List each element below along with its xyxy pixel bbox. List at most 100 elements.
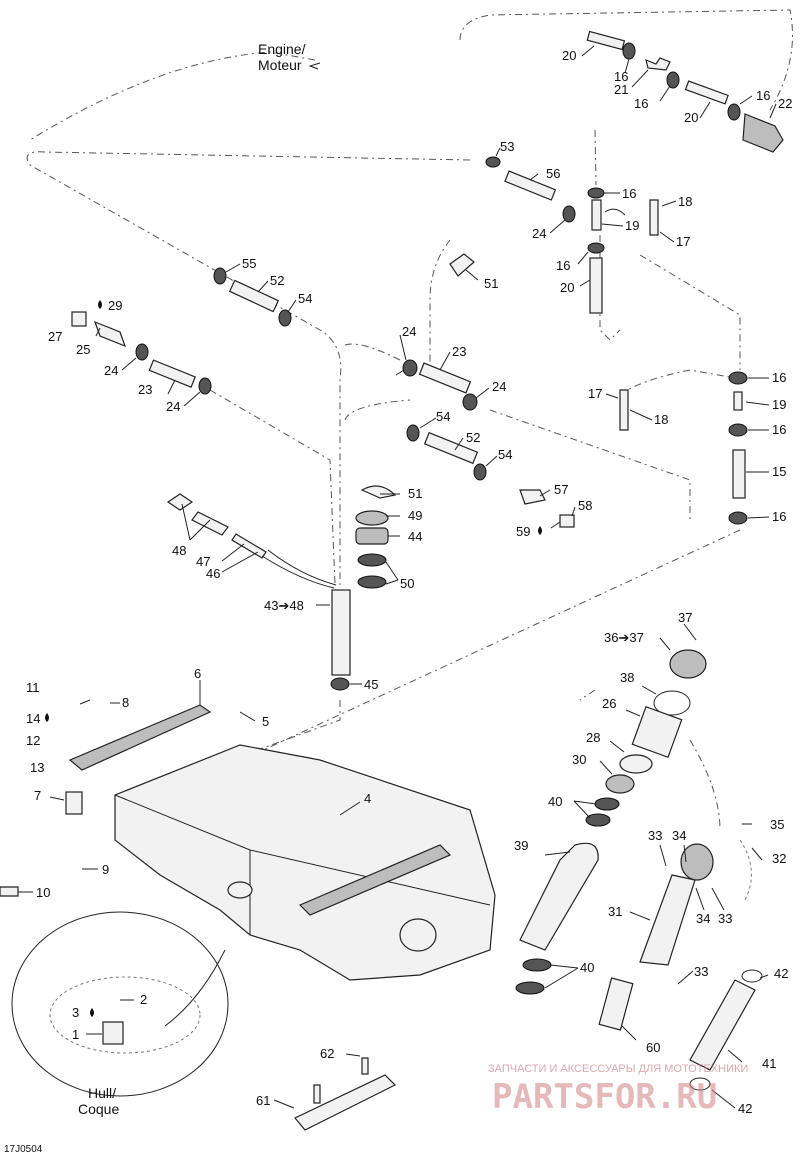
callout-42a: 42: [774, 966, 788, 981]
callout-24b: 24: [104, 363, 118, 378]
callout-57: 57: [554, 482, 568, 497]
callout-53: 53: [500, 139, 514, 154]
hose-routing-lines: [26, 9, 793, 880]
callout-43-48: 43➔48: [264, 598, 304, 613]
watermark: ЗАПЧАСТИ И АКСЕССУАРЫ ДЛЯ МОТОТЕХНИКИ PA…: [488, 1063, 748, 1117]
callout-61: 61: [256, 1093, 270, 1108]
callout-18a: 18: [678, 194, 692, 209]
diagram-code: 17J0504: [4, 1144, 43, 1155]
callout-34a: 34: [672, 828, 686, 843]
callout-45: 45: [364, 677, 378, 692]
callout-16a: 16: [614, 69, 628, 84]
callout-19b: 19: [772, 397, 786, 412]
callout-39: 39: [514, 838, 528, 853]
callout-54a: 54: [298, 291, 312, 306]
callout-54b: 54: [436, 409, 450, 424]
callout-24d: 24: [402, 324, 416, 339]
callout-22: 22: [778, 96, 792, 111]
callout-50: 50: [400, 576, 414, 591]
callout-6: 6: [194, 666, 201, 681]
callout-54c: 54: [498, 447, 512, 462]
callout-16d: 16: [622, 186, 636, 201]
callout-18b: 18: [654, 412, 668, 427]
support-board: [294, 1057, 397, 1131]
hull-line2: Coque: [78, 1101, 119, 1117]
callout-12: 12: [26, 733, 40, 748]
callout-28: 28: [586, 730, 600, 745]
callout-31: 31: [608, 904, 622, 919]
callout-55: 55: [242, 256, 256, 271]
callout-37: 37: [678, 610, 692, 625]
watermark-logo: PARTSFOR.RU: [492, 1077, 717, 1117]
oil-drop-icon-59: [538, 526, 542, 535]
hull-line1: Hull/: [88, 1085, 116, 1101]
oil-drop-icon-14: [45, 713, 49, 722]
callout-24e: 24: [492, 379, 506, 394]
hull-detail-inset: [11, 911, 229, 1097]
callout-40a: 40: [548, 794, 562, 809]
watermark-caption: ЗАПЧАСТИ И АКСЕССУАРЫ ДЛЯ МОТОТЕХНИКИ: [488, 1063, 748, 1075]
callout-20c: 20: [560, 280, 574, 295]
callout-62: 62: [320, 1046, 334, 1061]
callout-labels: 20 16 21 16 16 22 20 53 56 16 18 24 19 1…: [26, 48, 792, 1116]
leader-lines: [18, 45, 777, 1109]
callout-51b: 51: [408, 486, 422, 501]
callout-33b: 33: [718, 911, 732, 926]
callout-41: 41: [762, 1056, 776, 1071]
callout-56: 56: [546, 166, 560, 181]
callout-49: 49: [408, 508, 422, 523]
callout-3: 3: [72, 1005, 79, 1020]
callout-27: 27: [48, 329, 62, 344]
callout-4: 4: [364, 791, 371, 806]
callout-33a: 33: [648, 828, 662, 843]
callout-44: 44: [408, 529, 422, 544]
callout-51a: 51: [484, 276, 498, 291]
callout-26: 26: [602, 696, 616, 711]
callout-16g: 16: [772, 422, 786, 437]
callout-20b: 20: [684, 110, 698, 125]
callout-35: 35: [770, 817, 784, 832]
callout-46: 46: [206, 566, 220, 581]
center-hoses: [402, 253, 575, 528]
callout-13: 13: [30, 760, 44, 775]
callout-8: 8: [122, 695, 129, 710]
callout-30: 30: [572, 752, 586, 767]
callout-10: 10: [36, 885, 50, 900]
callout-5: 5: [262, 714, 269, 729]
oil-drop-icon-29: [98, 300, 102, 309]
tee-fitting-upper: [485, 156, 659, 314]
callout-16b: 16: [634, 96, 648, 111]
callout-19a: 19: [625, 218, 639, 233]
callout-52a: 52: [270, 273, 284, 288]
callout-14: 14: [26, 711, 40, 726]
pump-hoses-left: [71, 267, 292, 395]
callout-17a: 17: [676, 234, 690, 249]
callout-33c: 33: [694, 964, 708, 979]
hull-label: Hull/ Coque: [78, 1085, 119, 1117]
destination-line1: Engine/: [258, 41, 306, 57]
callout-23a: 23: [138, 382, 152, 397]
callout-40b: 40: [580, 960, 594, 975]
callout-24c: 24: [166, 399, 180, 414]
callout-1: 1: [72, 1027, 79, 1042]
right-hoses: [619, 371, 748, 525]
callout-20a: 20: [562, 48, 576, 63]
oil-drop-icons: [45, 300, 542, 1017]
callout-25: 25: [76, 342, 90, 357]
callout-2: 2: [140, 992, 147, 1007]
callout-9: 9: [102, 862, 109, 877]
callout-21: 21: [614, 82, 628, 97]
callout-60: 60: [646, 1040, 660, 1055]
oil-drop-icon-3: [90, 1008, 94, 1017]
callout-29: 29: [108, 298, 122, 313]
callout-15: 15: [772, 464, 786, 479]
callout-16h: 16: [772, 509, 786, 524]
callout-16e: 16: [556, 258, 570, 273]
callout-17b: 17: [588, 386, 602, 401]
filler-assembly: [515, 649, 763, 1091]
callout-23b: 23: [452, 344, 466, 359]
callout-34b: 34: [696, 911, 710, 926]
callout-38: 38: [620, 670, 634, 685]
callout-16f: 16: [772, 370, 786, 385]
